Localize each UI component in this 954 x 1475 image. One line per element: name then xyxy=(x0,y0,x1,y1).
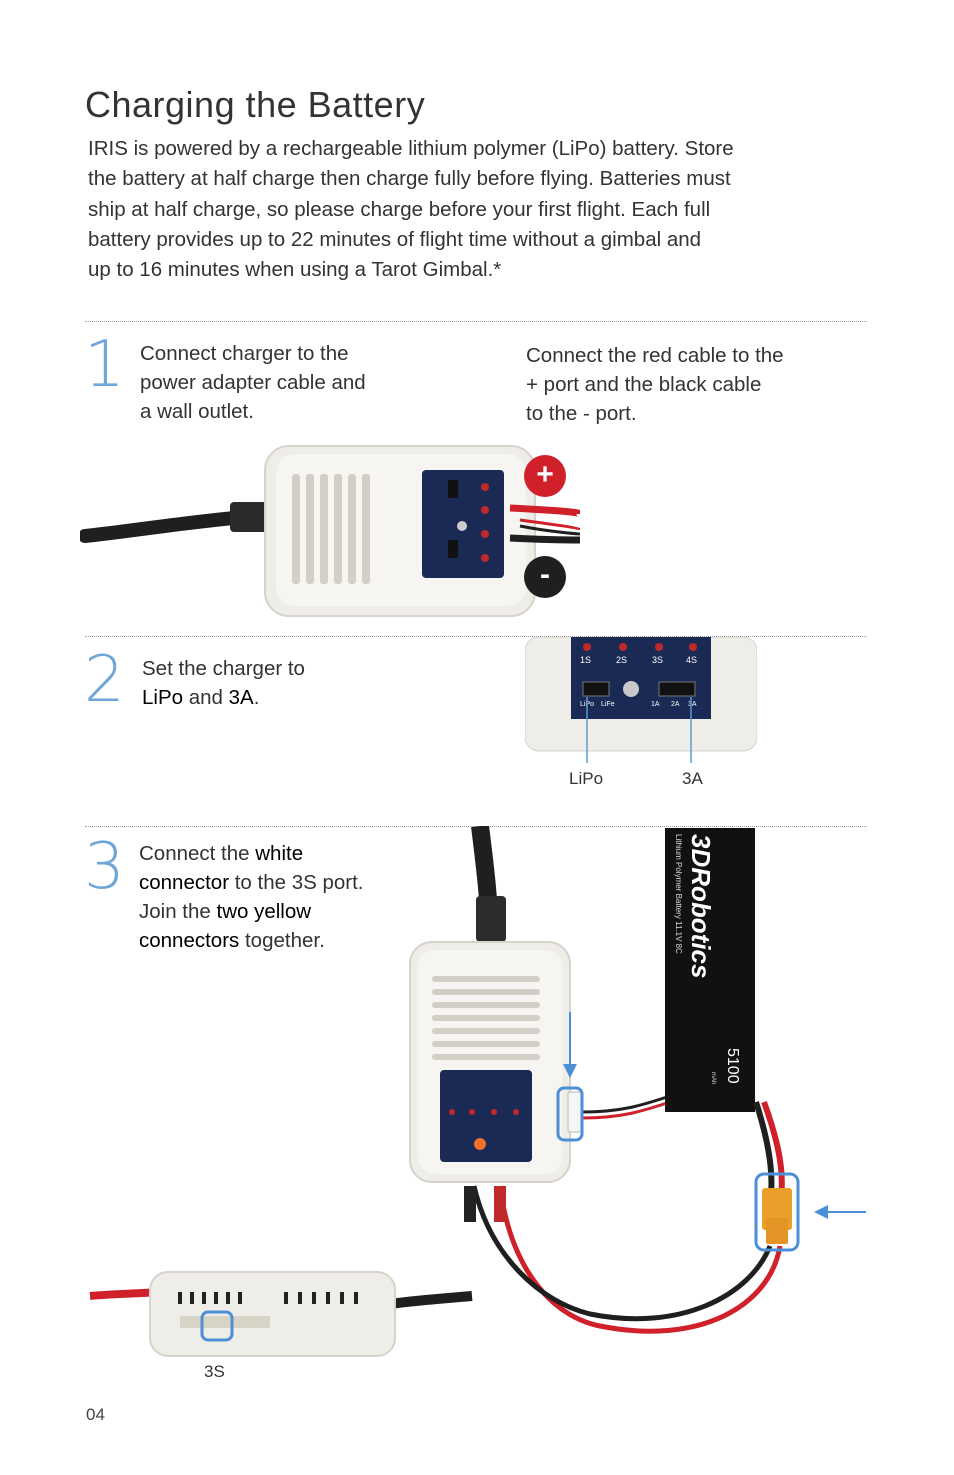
caption-lipo: LiPo xyxy=(569,769,604,788)
step2-line: LiPo and 3A. xyxy=(142,683,305,712)
text-highlight: connectors xyxy=(139,929,240,952)
intro-line: ship at half charge, so please charge be… xyxy=(88,197,711,221)
page-number: 04 xyxy=(86,1405,105,1424)
caption-3s: 3S xyxy=(204,1362,225,1381)
section-divider xyxy=(85,636,867,637)
text-highlight: two yellow xyxy=(216,900,312,923)
caption-3a: 3A xyxy=(682,769,703,788)
lipo-setting: LiPo xyxy=(142,686,184,709)
intro-paragraph: IRIS is powered by a rechargeable lithiu… xyxy=(88,134,818,285)
step3-line: Join the two yellow xyxy=(139,897,364,926)
step1-line: Connect charger to the xyxy=(140,342,349,365)
text-segment: to the 3S port. xyxy=(229,871,364,894)
cell-label: 2S xyxy=(616,655,627,665)
step1-cable-instructions: Connect the red cable to the + port and … xyxy=(526,341,784,428)
switch-label: LiFe xyxy=(601,701,615,708)
battery-spec: Lithium Polymer Battery 11.1V 8C xyxy=(674,834,683,954)
cell-label: 1S xyxy=(580,655,591,665)
intro-line: up to 16 minutes when using a Tarot Gimb… xyxy=(88,258,502,282)
step3-line: connector to the 3S port. xyxy=(139,868,364,897)
intro-line: the battery at half charge then charge f… xyxy=(88,167,731,191)
battery-unit: mAh xyxy=(710,1072,716,1084)
step2-period: . xyxy=(253,686,260,709)
step1-line: a wall outlet. xyxy=(140,400,254,423)
step2-line: Set the charger to xyxy=(142,657,305,680)
text-segment: Connect the xyxy=(139,842,256,865)
charger-image-step1 xyxy=(80,445,580,617)
switch-label: 2A xyxy=(671,701,680,708)
text-highlight: connector xyxy=(139,871,230,894)
intro-line: IRIS is powered by a rechargeable lithiu… xyxy=(88,137,734,160)
step1-right-line: Connect the red cable to the xyxy=(526,344,784,367)
step1-instructions: Connect charger to the power adapter cab… xyxy=(140,339,366,426)
step1-line: power adapter cable and xyxy=(140,371,366,394)
step1-right-line: to the - port. xyxy=(526,402,637,425)
charger-panel-closeup: 1S 2S 3S 4S LiPo LiFe 1A 2A 3A xyxy=(525,637,757,755)
switch-label: 1A xyxy=(651,701,660,708)
step3-instructions: Connect the white connector to the 3S po… xyxy=(139,839,364,955)
cell-label: 3S xyxy=(652,655,663,665)
switch-label: 3A xyxy=(688,701,697,708)
section-divider xyxy=(85,321,867,322)
text-segment: Join the xyxy=(139,900,217,923)
battery-capacity: 5100 xyxy=(724,1048,741,1084)
battery-brand: 3DRobotics xyxy=(686,834,716,978)
step2-connector-word: and xyxy=(183,686,229,709)
pointer-lines xyxy=(586,755,692,763)
text-highlight: white xyxy=(255,842,304,865)
battery-connection-image: 3DRobotics Lithium Polymer Battery 11.1V… xyxy=(89,826,866,1357)
step-number: 2 xyxy=(84,643,125,717)
step-number: 3 xyxy=(84,830,125,904)
step1-right-line: + port and the black cable xyxy=(526,373,762,396)
plus-port-badge: + xyxy=(524,455,566,497)
cell-label: 4S xyxy=(686,655,697,665)
step3-line: Connect the white xyxy=(139,839,364,868)
amp-setting: 3A xyxy=(228,686,254,709)
intro-line: battery provides up to 22 minutes of fli… xyxy=(88,227,702,251)
step2-instructions: Set the charger to LiPo and 3A. xyxy=(142,654,305,712)
page-title: Charging the Battery xyxy=(85,84,426,125)
minus-port-badge: - xyxy=(524,556,566,598)
text-segment: together. xyxy=(239,929,325,952)
step3-line: connectors together. xyxy=(139,926,364,955)
step-number: 1 xyxy=(84,328,125,402)
